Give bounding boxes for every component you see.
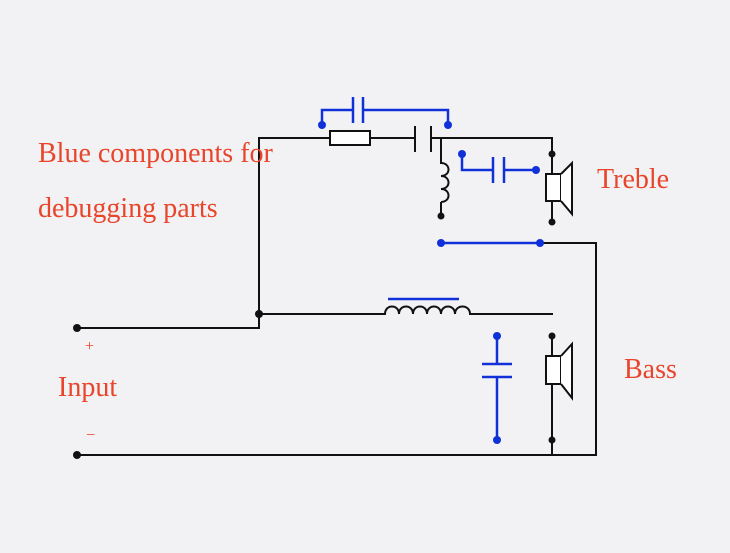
coil-bottom-terminal [437,212,445,220]
debug-dot [458,150,466,158]
debug-dot [318,121,326,129]
minus-sign-label: − [86,427,96,444]
debug-dot [532,166,540,174]
debug-bypass-capacitor [320,97,450,125]
debug-dot [493,332,501,340]
treble-capacitor [414,126,432,152]
debug-note-line2: debugging parts [38,193,218,224]
debug-treble-capacitor [460,154,536,183]
bass-speaker-icon [545,336,573,440]
treble-speaker-top-terminal [548,150,556,158]
input-minus-terminal [73,451,81,459]
input-plus-terminal [73,324,81,332]
treble-speaker-bottom-terminal [548,218,556,226]
debug-dot [444,121,452,129]
debug-dot [437,239,445,247]
treble-inductor [440,162,450,216]
debug-bass-capacitor [482,336,512,440]
debug-dot [536,239,544,247]
input-label: Input [58,372,118,403]
bass-label: Bass [624,354,677,385]
bass-speaker-top-terminal [548,332,556,340]
plus-sign-label: + [85,338,95,355]
debug-note-line1: Blue components for [38,138,273,169]
bass-speaker-bottom-terminal [548,436,556,444]
treble-label: Treble [597,164,670,195]
resistor [329,130,371,146]
treble-speaker-icon [545,138,573,222]
bass-inductor [384,305,471,315]
debug-dot [493,436,501,444]
junction-node [255,310,263,318]
